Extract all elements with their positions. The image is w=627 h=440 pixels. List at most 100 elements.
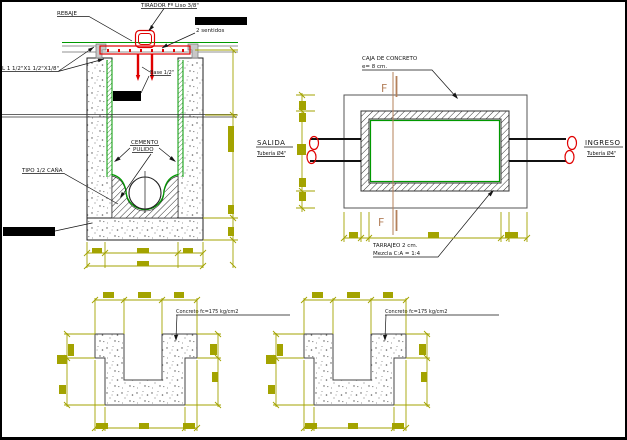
caja-arrow	[452, 92, 458, 99]
dim-text-block	[428, 232, 439, 238]
benching-and-pipe	[111, 171, 179, 219]
section-dimensions	[83, 46, 238, 270]
lid-plate	[99, 45, 191, 55]
dim-text-block	[421, 372, 427, 382]
redacted-label-bar-top	[195, 17, 247, 25]
redacted-bottom-leader	[54, 222, 93, 232]
dim-text-block	[392, 423, 404, 429]
redacted-mid-leader	[140, 75, 150, 94]
handle-inner	[138, 33, 152, 45]
detail-dimensions	[266, 292, 431, 432]
bolt-tip-left	[135, 75, 141, 81]
dim-text-block	[139, 423, 149, 429]
concreto-arrow	[174, 335, 178, 341]
dim-text-block	[228, 227, 234, 236]
cana-label: TIPO 1/2 CAÑA	[21, 167, 63, 174]
sentidos-label: 2 sentidos	[196, 28, 225, 34]
dim-text-block	[137, 261, 149, 266]
handle-outer	[134, 29, 156, 49]
lid-ticks	[107, 49, 184, 52]
section-labels: REBAJE TIRADOR Fº Liso 3/8" 2 sentidos L…	[2, 2, 247, 236]
tarrajeo-arrow	[487, 190, 494, 197]
base-leader	[141, 66, 171, 76]
cemento-arrow-left	[114, 156, 121, 162]
salida-label: SALIDA	[257, 139, 285, 147]
angle-label: L 1 1/2"X1 1/2"X1/8"	[2, 66, 59, 72]
sentidos-leader	[161, 32, 196, 49]
dim-text-block	[228, 126, 234, 152]
dim-text-block	[277, 344, 283, 356]
dim-text-block	[299, 113, 306, 122]
dim-text-block	[299, 178, 306, 187]
dim-text-block	[299, 101, 306, 110]
dim-lines	[272, 296, 431, 432]
pipe-break-left	[306, 135, 320, 165]
pipe-break-right	[564, 135, 578, 165]
concreto-label: Concreto fc=175 kg/cm2	[176, 309, 239, 315]
caja-label-line1: CAJA DE CONCRETO	[362, 56, 418, 62]
right-lining-hatch	[178, 60, 183, 177]
dim-text-block	[174, 292, 184, 298]
anchor-bolts	[136, 54, 154, 75]
bolt-tip-right	[149, 75, 155, 81]
dim-text-block	[183, 423, 195, 429]
dim-text-block	[59, 385, 66, 394]
detail-right: Concreto fc=175 kg/cm2	[266, 292, 499, 432]
dim-text-block	[505, 232, 518, 238]
inner-lining	[369, 119, 501, 183]
bottom-slab	[86, 217, 204, 241]
u-channel-section	[303, 333, 407, 406]
plan-labels: CAJA DE CONCRETO e= 8 cm. SALIDA Tubería…	[256, 56, 623, 258]
salida-pipe-label: Tubería Ø4"	[256, 150, 286, 157]
dim-text-block	[349, 232, 358, 238]
pipes	[310, 138, 566, 162]
dim-text-block	[57, 355, 67, 364]
cemento-arrow-right	[169, 156, 176, 162]
section-letter-top: F	[381, 82, 387, 95]
dim-text-block	[68, 344, 74, 356]
dim-text-block	[268, 385, 275, 394]
angle-leaders	[2, 46, 105, 72]
wall-band	[360, 110, 510, 192]
dim-text-block	[419, 344, 426, 355]
ground-line	[2, 114, 237, 118]
tirador-leader	[141, 8, 197, 31]
base-label: Base 1/2"	[150, 70, 174, 76]
ingreso-pipe-label: Tubería Ø4"	[586, 150, 616, 157]
lining-edges	[106, 60, 184, 177]
dim-text-block	[137, 248, 149, 253]
tirador-label: TIRADOR Fº Liso 3/8"	[140, 2, 199, 9]
dim-text-block	[92, 248, 102, 253]
dim-text-block	[266, 355, 276, 364]
cemento-leaders	[115, 145, 176, 198]
dim-lines	[63, 296, 222, 432]
left-angle-frame	[95, 43, 107, 59]
cemento-label-line2: PULIDO	[133, 147, 154, 153]
section-letter-bottom: F	[378, 216, 384, 229]
dim-text-block	[228, 205, 234, 214]
dim-text-block	[103, 292, 114, 298]
rebaje-label: REBAJE	[57, 11, 77, 17]
redacted-label-bar-bottom	[3, 227, 55, 236]
redacted-label-bar-mid	[113, 91, 141, 101]
sentidos-arrow	[162, 43, 169, 48]
dim-text-block	[348, 423, 358, 429]
concreto-leader	[384, 314, 499, 339]
dim-text-block	[347, 292, 360, 298]
tarrajeo-label-line1: TARRAJEO 2 cm.	[372, 243, 418, 249]
angle-arrow-2	[97, 58, 104, 63]
rebaje-leader	[57, 16, 133, 42]
ingreso-label: INGRESO	[585, 139, 620, 147]
cover-assembly	[62, 29, 238, 81]
concreto-label: Concreto fc=175 kg/cm2	[385, 309, 448, 315]
dim-text-block	[297, 144, 306, 155]
plan-view: F F CAJA DE CONCRETO e= 8 cm. SALIDA Tub…	[256, 56, 623, 258]
tirador-arrow	[149, 25, 154, 31]
u-channel-section	[94, 333, 198, 406]
cana-leader	[22, 173, 119, 205]
caja-leader	[362, 69, 458, 99]
tarrajeo-leader	[373, 190, 493, 258]
detail-dimensions	[57, 292, 222, 432]
